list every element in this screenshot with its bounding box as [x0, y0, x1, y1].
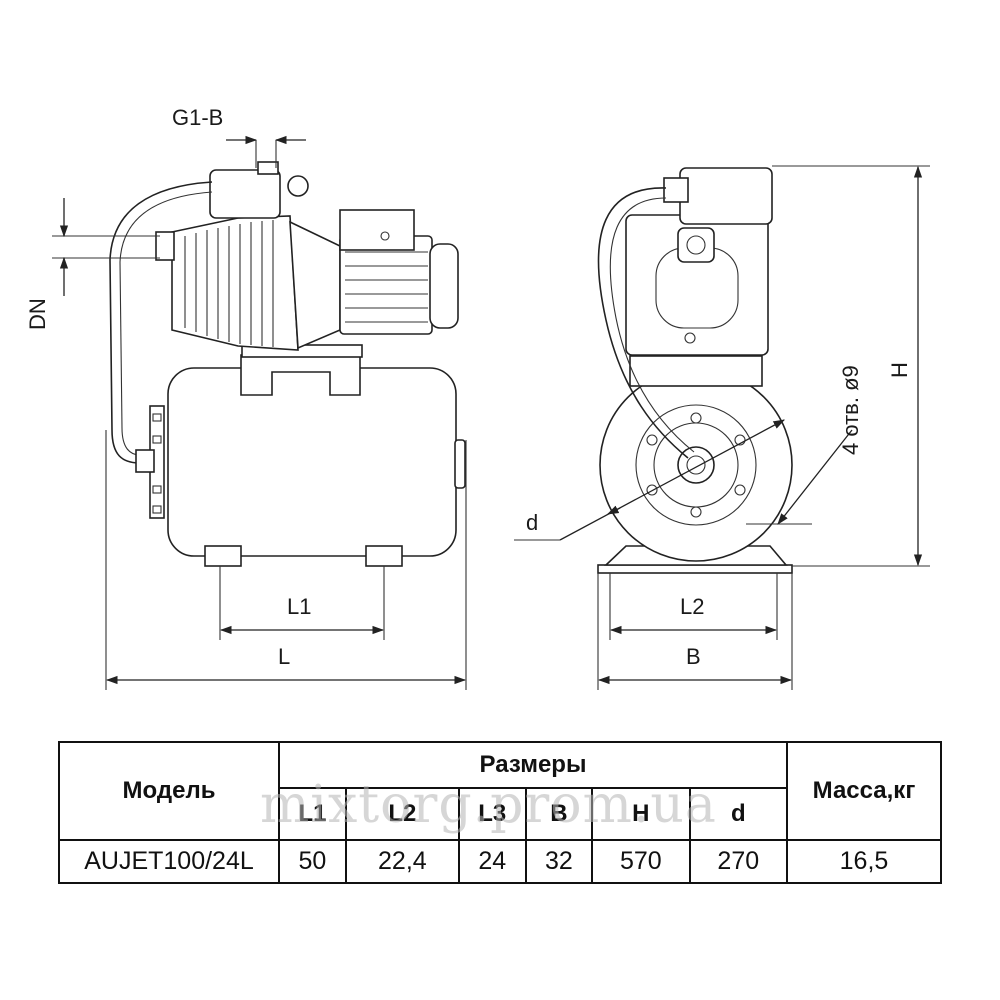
model-header: Модель — [58, 741, 280, 841]
tank-foot-left — [204, 545, 242, 567]
pressure-switch — [209, 169, 281, 219]
g1b-label: G1-B — [172, 105, 223, 130]
motor-fan-cover — [429, 243, 459, 329]
value-cell-d: 270 — [688, 839, 789, 884]
col-header-h: H — [591, 787, 691, 841]
tank-end-cap — [454, 439, 466, 489]
front-drain — [684, 332, 696, 344]
front-hose — [597, 187, 689, 459]
tank-front-inner — [635, 404, 757, 526]
volute-fins — [184, 220, 274, 347]
motor-bracket — [289, 220, 341, 350]
mass-header: Масса,кг — [786, 741, 942, 841]
terminal-screw — [380, 231, 390, 241]
value-cell-l1: 50 — [278, 839, 347, 884]
spec-table: Модель Размеры Масса,кг L1 L2 L3 B H d A… — [58, 741, 942, 884]
tank-hub-inner — [686, 455, 706, 475]
mass-cell: 16,5 — [786, 839, 942, 884]
pump-volute — [171, 215, 299, 351]
col-header-l1: L1 — [278, 787, 347, 841]
front-base — [597, 564, 793, 574]
b-label: B — [686, 644, 701, 669]
switch-fitting — [257, 161, 279, 175]
side-view: G1-B DN L1 L — [25, 105, 467, 690]
front-hose-inner — [609, 197, 695, 453]
front-outlet-bore — [686, 235, 706, 255]
pressure-gauge — [287, 175, 309, 197]
tank-hub — [677, 446, 715, 484]
flange-bolts — [152, 413, 162, 514]
value-cell-b: 32 — [524, 839, 594, 884]
col-header-l2: L2 — [344, 787, 460, 841]
value-cell-l2: 22,4 — [344, 839, 460, 884]
l-label: L — [278, 644, 290, 669]
table-row: AUJET100/24L 50 22,4 24 32 570 270 16,5 — [58, 839, 942, 884]
col-header-l3: L3 — [457, 787, 527, 841]
value-cell-l3: 24 — [457, 839, 527, 884]
front-switch-fitting — [663, 177, 689, 203]
tank-foot-right — [365, 545, 403, 567]
col-header-b: B — [524, 787, 594, 841]
flange-holes — [646, 412, 746, 518]
d-label: d — [526, 510, 538, 535]
technical-drawing: G1-B DN L1 L — [25, 105, 930, 690]
tank-side — [167, 367, 457, 557]
model-cell: AUJET100/24L — [58, 839, 280, 884]
tank-saddle — [240, 354, 361, 396]
l2-label: L2 — [680, 594, 704, 619]
motor-fins — [345, 251, 428, 323]
inlet-nozzle — [155, 231, 175, 261]
dimensions-header: Размеры — [278, 741, 788, 789]
h-label: H — [887, 362, 912, 378]
dn-label: DN — [25, 298, 50, 330]
l1-label: L1 — [287, 594, 311, 619]
front-pump-plate — [629, 355, 763, 387]
front-view: H 4 отв. ø9 d L2 B — [514, 165, 930, 690]
flex-hose — [109, 181, 213, 464]
col-header-d: d — [688, 787, 789, 841]
front-outlet — [677, 227, 715, 263]
terminal-box — [339, 209, 415, 251]
flex-hose-inner — [119, 191, 213, 456]
front-top-cap — [679, 167, 773, 225]
hose-end-fitting — [135, 449, 155, 473]
holes-label: 4 отв. ø9 — [838, 365, 863, 455]
value-cell-h: 570 — [591, 839, 691, 884]
